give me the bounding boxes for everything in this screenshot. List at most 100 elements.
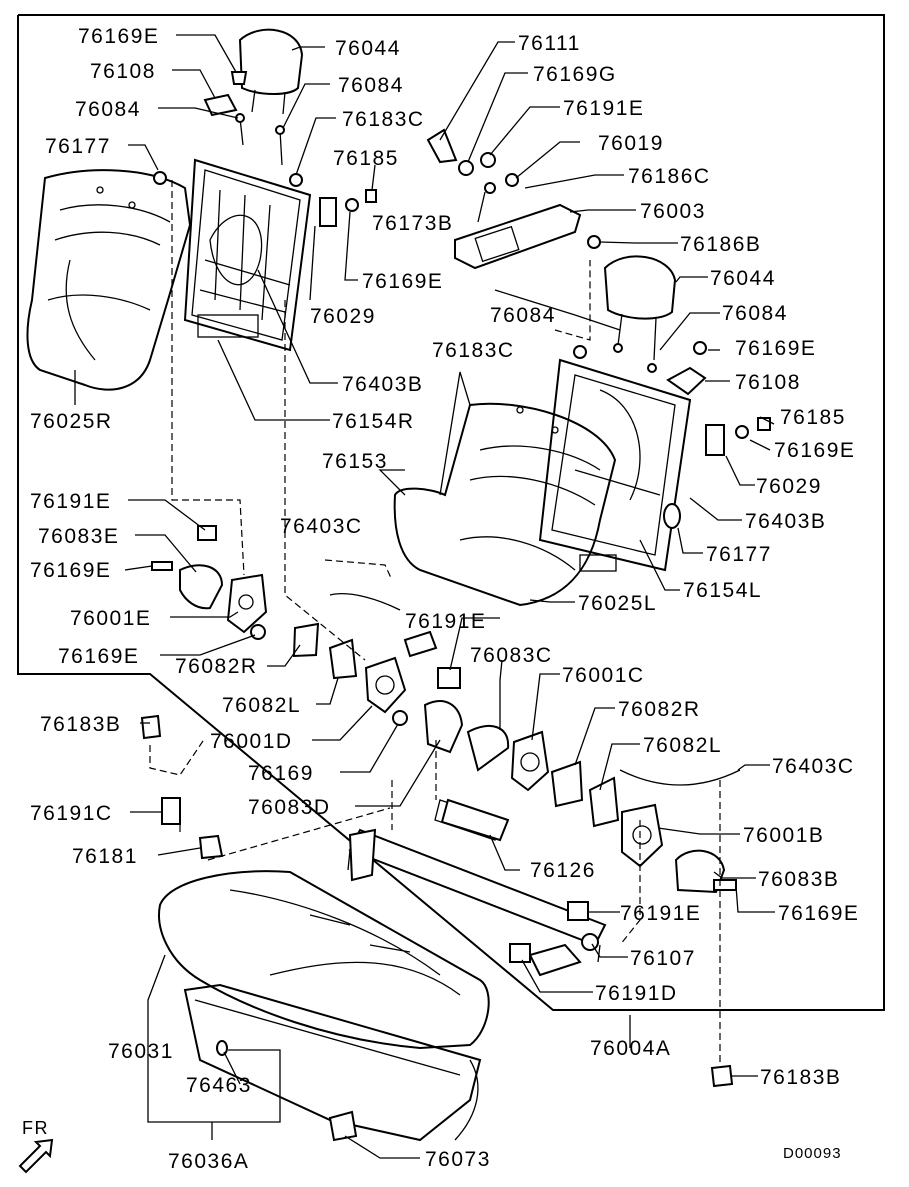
part-label: 76083D xyxy=(248,796,331,819)
right-pin-76084 xyxy=(613,343,623,353)
part-label: 76154R xyxy=(332,410,415,433)
part-label: 76084 xyxy=(722,302,788,325)
part-label: 76084 xyxy=(338,74,404,97)
part-label: 76191E xyxy=(620,902,701,925)
part-label: 76177 xyxy=(45,135,111,158)
part-label: 76126 xyxy=(530,859,596,882)
part-label: 76169E xyxy=(735,337,816,360)
part-label: 76073 xyxy=(425,1148,491,1171)
part-label: 76111 xyxy=(518,32,581,55)
cap-76169E-f xyxy=(250,624,266,640)
part-label: 76044 xyxy=(710,267,776,290)
seat-cushion-76031 xyxy=(158,870,490,1050)
part-label: 76031 xyxy=(108,1040,174,1063)
clip-76183B-b xyxy=(710,1064,734,1088)
part-label: 76084 xyxy=(490,304,556,327)
left-hinge-76001E xyxy=(226,573,268,634)
part-label: 76183C xyxy=(432,339,515,362)
part-label: 76107 xyxy=(630,947,696,970)
part-label: 76169E xyxy=(362,270,443,293)
leader-lines xyxy=(74,34,775,1159)
part-label: 76191E xyxy=(30,490,111,513)
right-headrest xyxy=(603,255,677,361)
center-hinge-76001D xyxy=(364,656,407,714)
cover-piece-mid xyxy=(403,630,438,658)
part-label: 76025R xyxy=(30,410,113,433)
part-label: 76029 xyxy=(756,475,822,498)
left-lever-76029 xyxy=(319,197,337,227)
clip-76463 xyxy=(216,1040,228,1056)
part-label: 76403C xyxy=(280,515,363,538)
part-label: 76169E xyxy=(58,645,139,668)
part-label: 76082R xyxy=(175,655,258,678)
cover-76082R-b xyxy=(550,760,584,808)
right-lever-76029 xyxy=(705,424,725,456)
left-clip-76183C xyxy=(289,173,303,187)
left-headrest-guides xyxy=(203,71,285,166)
part-label: 76044 xyxy=(335,37,401,60)
right-pin-76084b xyxy=(647,363,657,373)
part-label: 76403B xyxy=(745,510,826,533)
part-label: 76082R xyxy=(618,698,701,721)
right-cap-76169E xyxy=(693,341,707,355)
part-label: 76029 xyxy=(310,305,376,328)
left-cover-76083E xyxy=(179,564,224,610)
part-label: 76169E xyxy=(774,439,855,462)
seat-cushion-frame-76036A xyxy=(183,983,482,1142)
cover-76082L-b xyxy=(588,776,620,828)
bolt-76191E-d xyxy=(567,901,589,921)
part-label: 76169E xyxy=(30,559,111,582)
part-label: 76181 xyxy=(72,845,138,868)
cover-76083C xyxy=(466,724,510,772)
part-label: 76191C xyxy=(30,802,113,825)
part-label: 76403C xyxy=(772,755,855,778)
part-label: 76153 xyxy=(322,450,388,473)
part-label: 76186C xyxy=(628,165,711,188)
part-number-labels: 76169E 76044 76108 76084 76084 76183C 76… xyxy=(30,25,859,1173)
left-cap-76185 xyxy=(365,189,377,203)
right-seatback-cover xyxy=(393,371,617,607)
cable-76403C-b xyxy=(619,769,741,786)
part-label: 76173B xyxy=(372,212,453,235)
clip-76183B-a xyxy=(140,714,162,740)
left-cap-76169E xyxy=(345,198,359,212)
part-label: 76004A xyxy=(590,1037,671,1060)
front-direction-label: FR xyxy=(22,1118,49,1138)
part-label: 76082L xyxy=(222,694,301,717)
armrest-tray xyxy=(426,128,601,270)
left-seatback-frame xyxy=(183,158,312,352)
diagram-code: D00093 xyxy=(783,1145,842,1162)
cover-76083D xyxy=(423,700,464,754)
part-label: 76186B xyxy=(680,233,761,256)
part-label: 76185 xyxy=(780,406,846,429)
part-label: 76108 xyxy=(90,60,156,83)
part-label: 76169E xyxy=(778,902,859,925)
part-label: 76001B xyxy=(743,824,824,847)
part-label: 76003 xyxy=(640,200,706,223)
part-label: 76108 xyxy=(735,371,801,394)
left-knob-76177 xyxy=(153,171,167,185)
screw-76169E-g xyxy=(713,879,737,891)
part-label: 76403B xyxy=(342,373,423,396)
part-label: 76001D xyxy=(210,730,293,753)
assembly-dash-lines xyxy=(149,180,721,1066)
bolt-76191E-c xyxy=(437,667,461,689)
part-label: 76083B xyxy=(758,868,839,891)
nut-76181 xyxy=(198,834,224,860)
part-label: 76083C xyxy=(470,644,553,667)
center-hinge-76001C xyxy=(510,730,550,792)
part-label: 76463 xyxy=(186,1074,252,1097)
left-seatback-cover xyxy=(26,169,192,391)
right-clip-76183C xyxy=(573,345,587,359)
part-label: 76082L xyxy=(643,734,722,757)
right-cap-76169E-b xyxy=(735,425,749,439)
part-label: 76191E xyxy=(405,610,486,633)
part-label: 76169G xyxy=(533,63,617,86)
part-label: 76084 xyxy=(75,98,141,121)
assembly-boundary xyxy=(17,14,885,1011)
right-seatback-frame xyxy=(538,358,692,572)
part-label: 76183C xyxy=(342,108,425,131)
part-label: 76169 xyxy=(248,762,314,785)
cap-76169 xyxy=(392,710,408,726)
